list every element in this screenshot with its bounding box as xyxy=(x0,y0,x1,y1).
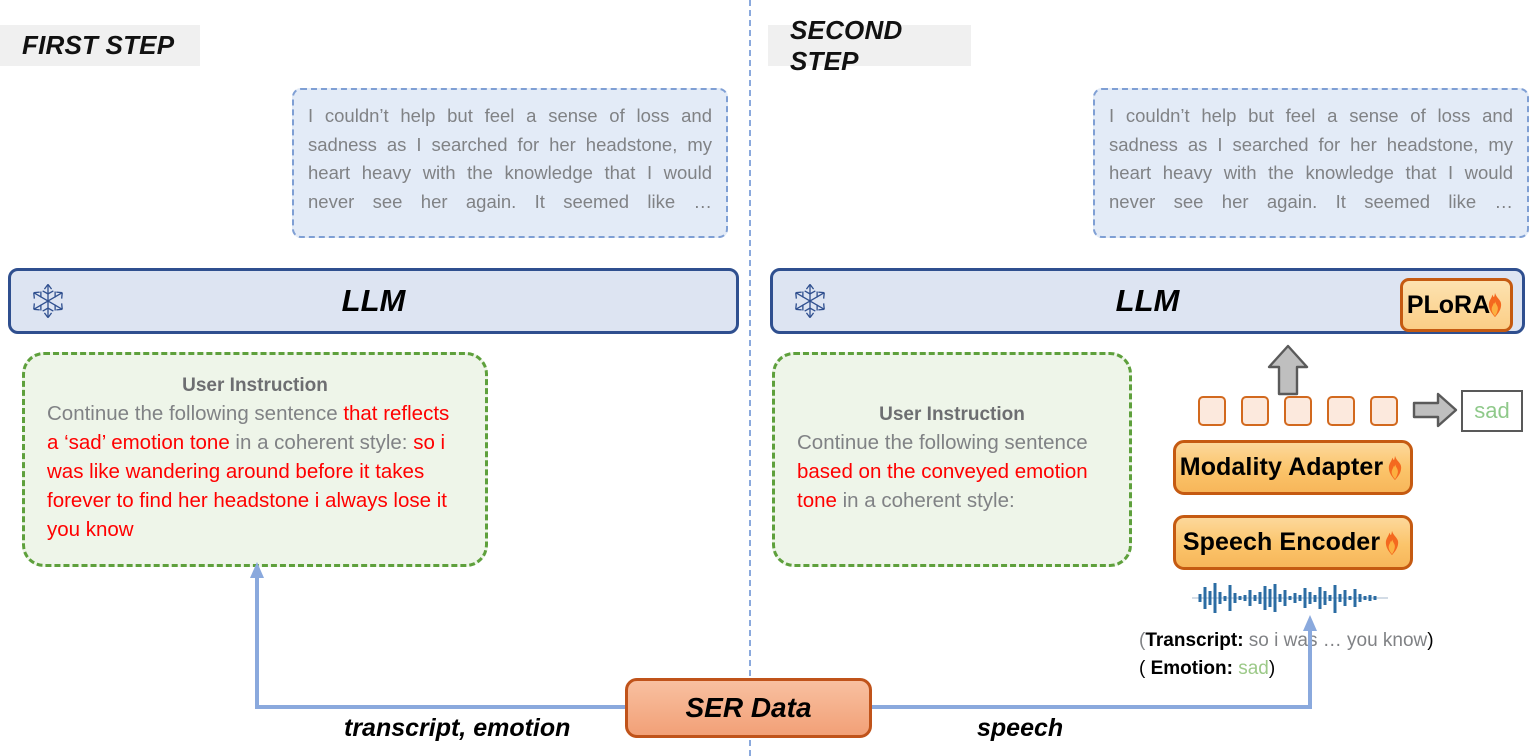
audio-waveform-icon xyxy=(1192,578,1388,618)
instruction-body-right: Continue the following sentence based on… xyxy=(797,428,1107,515)
transcript-value: so i was … you know xyxy=(1243,630,1428,651)
token-square xyxy=(1284,396,1312,426)
left-edge-text: transcript, emotion xyxy=(344,714,571,742)
instruction-seg-1: Continue the following sentence xyxy=(797,430,1088,454)
left-edge-label: transcript, emotion xyxy=(344,714,570,743)
token-square xyxy=(1327,396,1355,426)
right-arrow-icon xyxy=(1412,392,1458,428)
speech-encoder-box[interactable]: Speech Encoder xyxy=(1173,515,1413,570)
instruction-seg-3: in a coherent style: xyxy=(836,489,1015,513)
first-step-instruction-box: User Instruction Continue the following … xyxy=(22,352,488,567)
modality-adapter-label: Modality Adapter xyxy=(1179,453,1384,481)
flame-icon xyxy=(1381,530,1403,556)
plora-label: PLoRA xyxy=(1406,290,1491,319)
instruction-seg-2-highlight: based on the conveyed emotion tone xyxy=(797,459,1088,513)
snowflake-icon xyxy=(791,282,829,320)
paren-open: ( xyxy=(1139,658,1151,679)
snowflake-icon xyxy=(29,282,67,320)
predicted-emotion-label: sad xyxy=(1474,398,1510,423)
right-edge-label: speech xyxy=(977,714,1063,743)
up-arrow-icon xyxy=(1266,344,1310,396)
flame-icon xyxy=(1484,292,1506,318)
first-step-chip: FIRST STEP xyxy=(0,25,200,66)
emotion-line: ( Emotion: sad) xyxy=(1139,658,1275,680)
transcript-key: Transcript: xyxy=(1145,630,1244,651)
paren-close: ) xyxy=(1268,658,1276,679)
first-step-generated-text: I couldn’t help but feel a sense of loss… xyxy=(292,88,728,238)
token-embedding-row xyxy=(1198,396,1398,426)
instruction-body-left: Continue the following sentence that ref… xyxy=(47,399,463,545)
emotion-key: Emotion: xyxy=(1150,658,1233,679)
generated-text-right: I couldn’t help but feel a sense of loss… xyxy=(1109,105,1513,213)
right-edge-text: speech xyxy=(977,714,1064,742)
token-square xyxy=(1198,396,1226,426)
second-step-label: SECOND STEP xyxy=(790,14,903,76)
instruction-seg-1: Continue the following sentence xyxy=(47,401,344,425)
token-square xyxy=(1241,396,1269,426)
first-step-label: FIRST STEP xyxy=(22,30,175,60)
transcript-line: (Transcript: so i was … you know) xyxy=(1139,630,1434,652)
instruction-seg-2-highlight: that reflects a ‘sad’ emotion tone xyxy=(47,401,450,454)
token-square xyxy=(1370,396,1398,426)
instruction-seg-3: in a coherent style: xyxy=(229,430,414,454)
predicted-emotion-chip: sad xyxy=(1461,390,1523,432)
emotion-value: sad xyxy=(1232,658,1269,679)
instruction-title-left: User Instruction xyxy=(182,374,328,396)
ser-data-label: SER Data xyxy=(685,692,812,723)
ser-data-node[interactable]: SER Data xyxy=(625,678,872,738)
llm-label-left: LLM xyxy=(341,283,406,318)
second-step-chip: SECOND STEP xyxy=(768,15,971,76)
generated-text-left: I couldn’t help but feel a sense of loss… xyxy=(308,105,712,213)
second-step-instruction-box: User Instruction Continue the following … xyxy=(772,352,1132,567)
llm-label-right: LLM xyxy=(1115,283,1180,318)
second-step-llm-box[interactable]: LLM PLoRA xyxy=(770,268,1525,334)
step-divider xyxy=(749,0,751,756)
instruction-title-right: User Instruction xyxy=(879,403,1025,425)
flame-icon xyxy=(1384,455,1406,481)
plora-badge[interactable]: PLoRA xyxy=(1400,278,1513,332)
first-step-llm-box[interactable]: LLM xyxy=(8,268,739,334)
instruction-seg-4-highlight: so i was like wandering around before it… xyxy=(47,430,447,542)
modality-adapter-box[interactable]: Modality Adapter xyxy=(1173,440,1413,495)
speech-encoder-label: Speech Encoder xyxy=(1182,528,1381,556)
second-step-generated-text: I couldn’t help but feel a sense of loss… xyxy=(1093,88,1529,238)
paren-close: ) xyxy=(1427,630,1434,651)
